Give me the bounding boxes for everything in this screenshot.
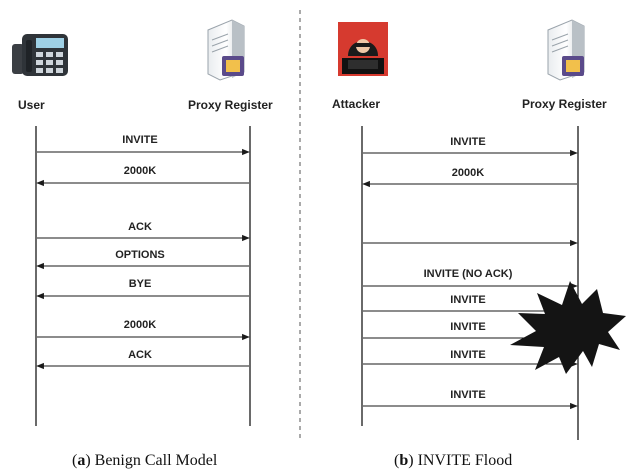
message-label: 2000K — [452, 167, 484, 179]
actor-user-label: User — [18, 98, 45, 112]
phone-icon — [12, 34, 68, 76]
message-label: 2000K — [124, 165, 156, 177]
message-ack: ACK — [37, 221, 250, 242]
message-label: OPTIONS — [115, 249, 165, 261]
actor-proxy-label: Proxy Register — [522, 97, 607, 111]
message-invite-no-ack: INVITE (NO ACK) — [363, 268, 578, 290]
explosion-icon — [510, 281, 626, 374]
caption-b-letter: b — [399, 452, 409, 469]
message-label: BYE — [129, 278, 152, 290]
message-label: INVITE — [450, 349, 485, 361]
caption-b: (b) INVITE Flood — [394, 452, 513, 469]
message-invite: INVITE — [363, 136, 578, 157]
message-ack: ACK — [36, 349, 249, 370]
message-label: INVITE — [450, 294, 485, 306]
message-label: ACK — [128, 221, 152, 233]
actor-attacker-label: Attacker — [332, 97, 380, 111]
caption-a-text: Benign Call Model — [94, 452, 218, 469]
message-bye: BYE — [36, 278, 249, 300]
message-200ok: 2000K — [362, 167, 577, 188]
message-label: ACK — [128, 349, 152, 361]
message-200ok: 2000K — [36, 165, 249, 187]
caption-a: (a) Benign Call Model — [72, 452, 218, 469]
message-200ok: 2000K — [37, 319, 250, 341]
caption-b-text: INVITE Flood — [417, 452, 513, 469]
message-label: INVITE — [450, 136, 485, 148]
caption-a-letter: a — [77, 452, 86, 469]
message-label: INVITE — [450, 321, 485, 333]
message-label: INVITE — [122, 134, 157, 146]
message-invite: INVITE — [363, 389, 578, 410]
message-options: OPTIONS — [36, 249, 249, 270]
hacker-icon — [338, 22, 388, 76]
server-icon — [207, 19, 245, 81]
server-icon — [547, 19, 585, 81]
message-label: 2000K — [124, 319, 156, 331]
message-label: INVITE (NO ACK) — [424, 268, 513, 280]
message-label: INVITE — [450, 389, 485, 401]
message-invite: INVITE — [363, 294, 578, 315]
message-invite: INVITE — [37, 134, 250, 156]
actor-proxy-label: Proxy Register — [188, 98, 273, 112]
